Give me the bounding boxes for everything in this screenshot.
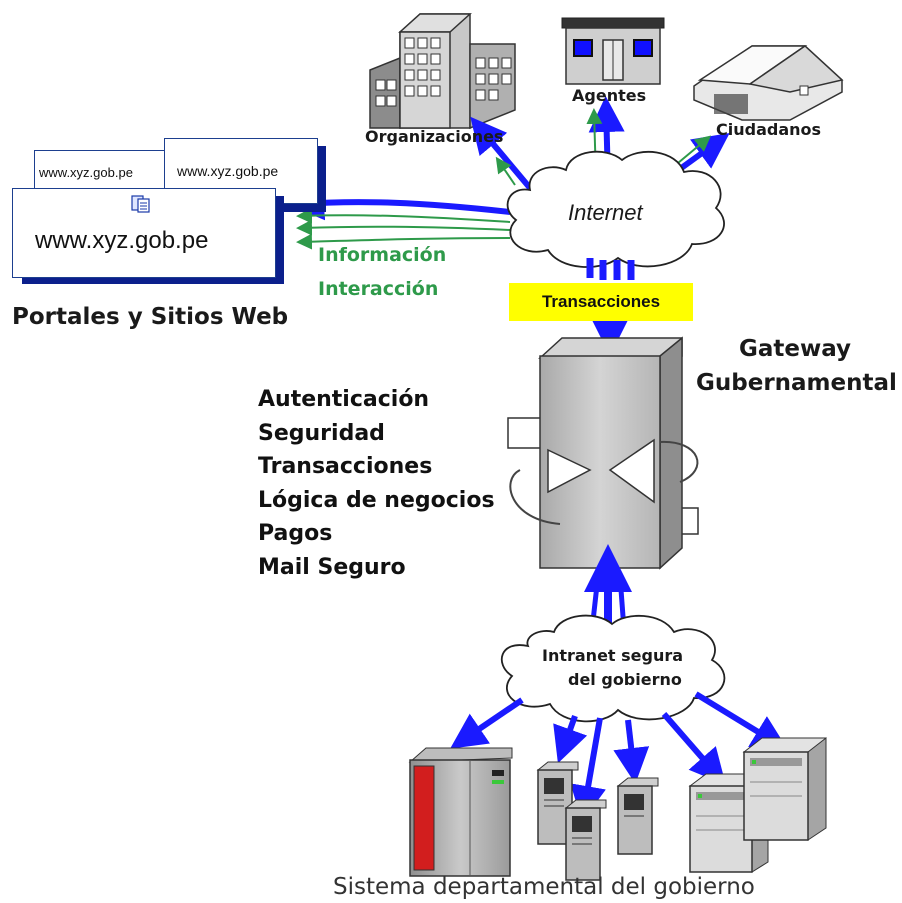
gateway-functions-list: Autenticación Seguridad Transacciones Ló…	[258, 383, 495, 584]
department-systems-label: Sistema departamental del gobierno	[333, 874, 755, 900]
portal-url-large: www.xyz.gob.pe	[35, 227, 209, 254]
gateway-function: Seguridad	[258, 420, 385, 446]
gateway-label-line2: Gubernamental	[696, 370, 897, 396]
gateway-function: Pagos	[258, 521, 333, 546]
gateway-function: Autenticación	[258, 387, 430, 412]
organizations-label: Organizaciones	[365, 127, 504, 146]
citizens-house-icon	[693, 45, 844, 121]
portal-url-small-2: www.xyz.gob.pe	[177, 163, 279, 179]
intranet-cloud	[501, 614, 726, 723]
portal-connectors	[288, 184, 511, 250]
internet-label: Internet	[568, 200, 643, 225]
portal-url-small-1: www.xyz.gob.pe	[39, 165, 133, 180]
intranet-label-line2: del gobierno	[568, 670, 682, 689]
intranet-label-line1: Intranet segura	[542, 646, 684, 665]
portal-page-large: www.xyz.gob.pe	[12, 188, 276, 278]
document-icon	[131, 195, 151, 213]
gateway-function: Mail Seguro	[258, 554, 406, 580]
internet-cloud	[506, 150, 725, 268]
gateway-function: Lógica de negocios	[258, 487, 495, 513]
internet-gateway-connectors	[586, 258, 635, 356]
transactions-box: Transacciones	[509, 283, 693, 321]
tower-server-3-icon	[616, 777, 659, 855]
transactions-label: Transacciones	[541, 292, 661, 311]
agents-building-icon	[561, 17, 665, 85]
agents-label: Agentes	[572, 86, 647, 105]
cabinet-server-2-icon	[742, 736, 827, 841]
portals-label: Portales y Sitios Web	[12, 304, 289, 330]
mainframe-server-icon	[408, 747, 513, 877]
gateway-server-icon	[507, 336, 699, 570]
tower-server-2-icon	[564, 799, 607, 881]
citizens-label: Ciudadanos	[716, 120, 822, 139]
information-label: Información	[318, 244, 447, 266]
intranet-server-connectors	[450, 691, 789, 822]
interaction-label: Interacción	[318, 278, 439, 300]
gateway-function: Transacciones	[258, 454, 433, 479]
organizations-building-icon	[369, 13, 516, 130]
gateway-label-line1: Gateway	[739, 336, 852, 362]
